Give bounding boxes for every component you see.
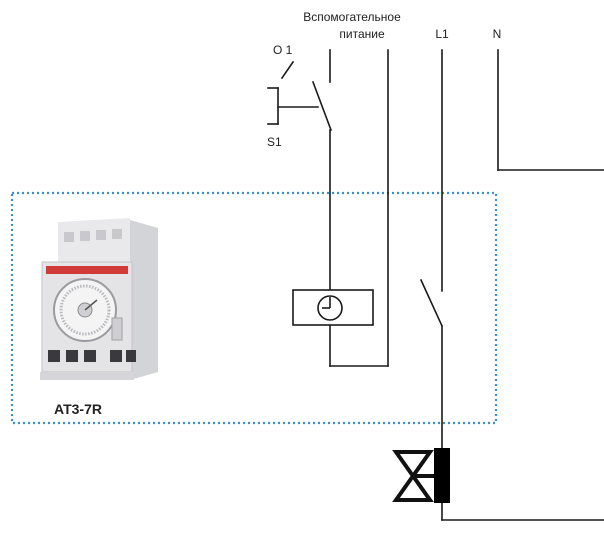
aux-power-label-line1: Вспомогательное	[303, 10, 401, 24]
device-zone-border	[10, 191, 498, 425]
timer-symbol	[292, 289, 374, 326]
switch-positions-label: O 1	[273, 43, 293, 57]
live-label: L1	[435, 27, 449, 41]
time-switch-device-image	[40, 218, 158, 380]
solenoid-valve-symbol	[392, 448, 450, 503]
switch-s1: O 1 S1	[267, 43, 333, 149]
neutral-label: N	[493, 27, 502, 41]
device-model-label: AT3-7R	[54, 401, 102, 417]
switch-name-label: S1	[267, 135, 282, 149]
aux-power-label-line2: питание	[339, 27, 385, 41]
timer-contact	[419, 278, 444, 328]
